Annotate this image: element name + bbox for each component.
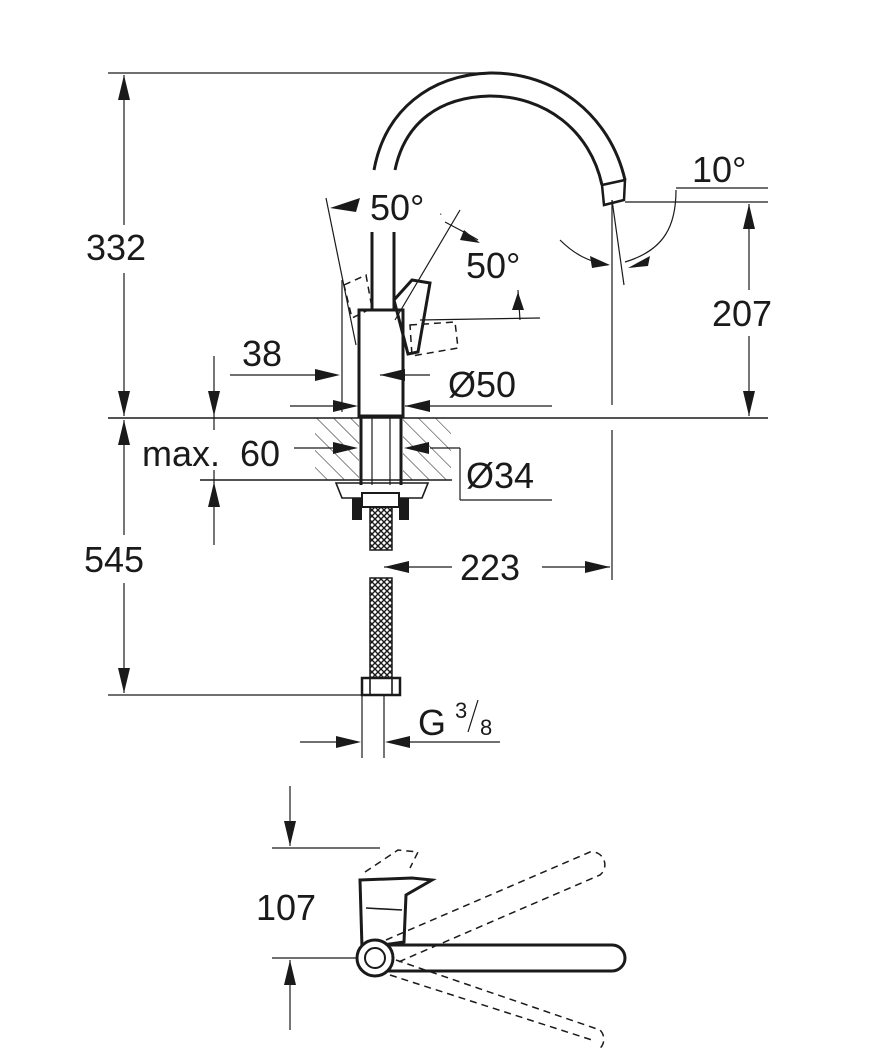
arrow-angle-left [330,198,360,212]
hose-fitting [360,676,402,697]
mounting-nut [361,492,400,508]
dim-34-label: Ø34 [466,455,534,496]
dim-60-label: 60 [240,433,280,474]
top-spout-ghost-down [389,974,593,1041]
tilt-arrow-right [628,256,650,268]
dim-207-arrow-bottom [743,391,755,416]
conn-g-label: G [418,702,446,743]
conn-num-label: 3 [455,698,467,723]
conn-den-label: 8 [480,715,492,740]
dim-60-arrow-top [208,391,220,416]
top-body-inner [365,907,403,911]
angle-line-right [394,209,461,321]
spout-outer [372,71,627,181]
dim-545-label: 545 [84,539,144,580]
dim-50-arrow-left [333,400,358,412]
top-view: 107 [256,786,627,1051]
top-body [358,876,437,950]
dim-38-arrow-left [315,369,340,381]
tilt-arrow-left [590,256,610,268]
faucet-body [357,308,405,418]
top-spout-ghost-up [385,851,606,964]
top-swivel-inner [364,947,386,969]
mounting-bolt-left [352,498,362,520]
dim-332-arrow-bottom [118,391,130,416]
handle-ghost-right [409,321,459,357]
dim-107-arrow-top [284,821,296,846]
dim-207-label: 207 [712,293,772,334]
handle-ghost-left [343,273,373,320]
dim-223-arrow-left [384,561,409,573]
dim-107-label: 107 [256,887,316,928]
conn-arrow-right [385,736,410,748]
dim-107-arrow-bottom [284,960,296,985]
side-view: 332 545 207 38 Ø50 max. [82,71,790,758]
dim-38-label: 38 [242,333,282,374]
angle-spout-label: 10° [692,149,746,190]
angle-right-label: 50° [466,245,520,286]
dim-545-arrow-bottom [118,668,130,693]
dim-34-arrow-left [333,442,358,454]
angle-line-horizontal [419,317,541,321]
arrow-angle-handle [512,292,524,310]
dim-223-arrow-right [585,561,610,573]
arrow-angle-right [460,230,480,243]
spout-inner [393,94,604,186]
conn-fraction-slash [467,699,479,733]
dim-50-label: Ø50 [448,364,516,405]
top-spout [375,943,627,973]
spout-axis-tilt [611,199,625,286]
dim-207-arrow-top [743,204,755,229]
hose-upper [369,506,393,551]
angle-left-label: 50° [370,187,424,228]
handle [392,278,432,356]
spout-nozzle [600,178,627,207]
top-spout-ghost-down2 [395,959,605,1051]
dim-545-arrow-top [118,420,130,445]
top-handle-ghost [364,849,420,873]
hose-lower [369,577,393,679]
dim-332-arrow-top [118,75,130,100]
dim-223-label: 223 [460,547,520,588]
mounting-plate [334,482,430,499]
dim-332-label: 332 [86,227,146,268]
mounting-bolt-right [399,498,409,520]
dim-60-max-label: max. [142,433,220,474]
tilt-arc [624,189,677,263]
dim-34-arrow-right [404,442,429,454]
conn-arrow-left [336,736,361,748]
angle-line-left [325,197,357,346]
dim-60-arrow-bottom [208,482,220,507]
